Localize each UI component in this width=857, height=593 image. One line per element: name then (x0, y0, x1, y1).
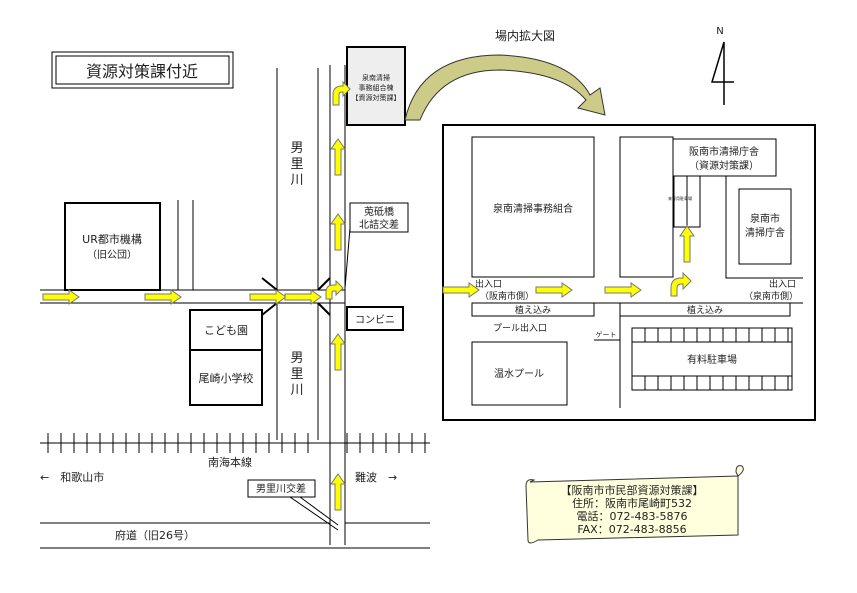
roads (40, 65, 430, 549)
svg-text:住所：阪南市尾崎町532: 住所：阪南市尾崎町532 (572, 496, 692, 510)
river-label-upper: 男里川 (290, 141, 303, 188)
svg-text:男里川: 男里川 (290, 351, 303, 398)
gate-label: ゲート (596, 330, 617, 339)
paid-parking (631, 327, 793, 391)
prefectural-road-label: 府道（旧26号） (115, 528, 195, 542)
railway-nankai (40, 433, 430, 453)
planting-right: 植え込み (687, 304, 723, 316)
direction-wakayama: ← 和歌山市 (40, 470, 104, 484)
svg-text:泉南清掃事務組合: 泉南清掃事務組合 (493, 202, 573, 215)
enlarged-map-label: 場内拡大図 (495, 29, 555, 43)
svg-text:コンビニ: コンビニ (355, 314, 395, 326)
svg-text:（資源対策課）: （資源対策課） (689, 159, 759, 172)
kumiai-building: 泉南清掃事務組合 (471, 136, 595, 278)
north-arrow: N (710, 26, 734, 105)
svg-text:【資源対策課】: 【資源対策課】 (352, 93, 401, 102)
sennan-cleaning-office: 泉南市 清掃庁舎 (738, 188, 792, 265)
svg-text:【阪南市市民部資源対策課】: 【阪南市市民部資源対策課】 (561, 483, 704, 497)
convenience-store: コンビニ (346, 306, 404, 331)
site-map: 泉南清掃事務組合 阪南市清掃庁舎 （資源対策課） 来客用駐車場 泉南市 清掃庁舎… (442, 124, 816, 421)
hannan-cleaning-office: 阪南市清掃庁舎 （資源対策課） (672, 138, 777, 177)
svg-text:阪南市清掃庁舎: 阪南市清掃庁舎 (689, 145, 759, 158)
svg-text:FAX：072-483-8856: FAX：072-483-8856 (577, 523, 686, 536)
svg-text:こども園: こども園 (204, 324, 248, 337)
heated-pool: 温水プール (471, 341, 568, 406)
kodomoen: こども園 (189, 309, 263, 351)
pool-entrance-label: プール出入口 (493, 322, 547, 334)
river-label-lower: 男里川 (290, 351, 303, 398)
svg-text:男里川: 男里川 (290, 141, 303, 188)
svg-text:来客用駐車場: 来客用駐車場 (668, 195, 692, 201)
ur-building: UR都市機構 （旧公団） (64, 202, 161, 291)
svg-text:事務組合棟: 事務組合棟 (359, 83, 394, 92)
railway-label: 南海本線 (208, 455, 252, 469)
svg-text:男里川交差: 男里川交差 (256, 482, 306, 495)
map-title: 資源対策課付近 (51, 51, 234, 89)
osato-intersection-label: 男里川交差 (247, 479, 339, 531)
bridge-intersection-label: 莵砥橋 北詰交差 (344, 202, 409, 289)
entrance-sennan: 出入口 (769, 278, 796, 290)
svg-text:N: N (716, 26, 723, 37)
svg-text:UR都市機構: UR都市機構 (82, 232, 142, 246)
svg-text:温水プール: 温水プール (494, 368, 544, 380)
svg-text:北詰交差: 北詰交差 (359, 218, 399, 231)
visitor-parking: 来客用駐車場 (668, 175, 701, 228)
enlarge-curve-arrow (404, 54, 606, 121)
direction-namba: 難波 → (355, 471, 397, 484)
svg-text:（阪南市側）: （阪南市側） (480, 290, 534, 302)
ozaki-elementary-school: 尾崎小学校 (189, 349, 263, 406)
svg-text:（旧公団）: （旧公団） (87, 249, 137, 261)
contact-info: 【阪南市市民部資源対策課】 住所：阪南市尾崎町532 電話：072-483-58… (525, 465, 744, 544)
svg-text:尾崎小学校: 尾崎小学校 (199, 371, 254, 385)
building-resource-division: 泉南清掃 事務組合棟 【資源対策課】 (346, 46, 406, 126)
svg-text:電話：072-483-5876: 電話：072-483-5876 (577, 509, 688, 523)
svg-text:泉南清掃: 泉南清掃 (362, 73, 390, 82)
entrance-hannan: 出入口 (475, 278, 502, 290)
paid-parking-label: 有料駐車場 (687, 353, 737, 366)
svg-text:莵砥橋: 莵砥橋 (364, 205, 394, 218)
svg-text:資源対策課付近: 資源対策課付近 (86, 62, 198, 81)
route-arrows (42, 80, 351, 511)
svg-text:清掃庁舎: 清掃庁舎 (745, 226, 785, 239)
planting-left: 植え込み (515, 304, 551, 316)
svg-text:泉南市: 泉南市 (750, 212, 780, 225)
svg-text:（泉南市側）: （泉南市側） (744, 290, 798, 302)
